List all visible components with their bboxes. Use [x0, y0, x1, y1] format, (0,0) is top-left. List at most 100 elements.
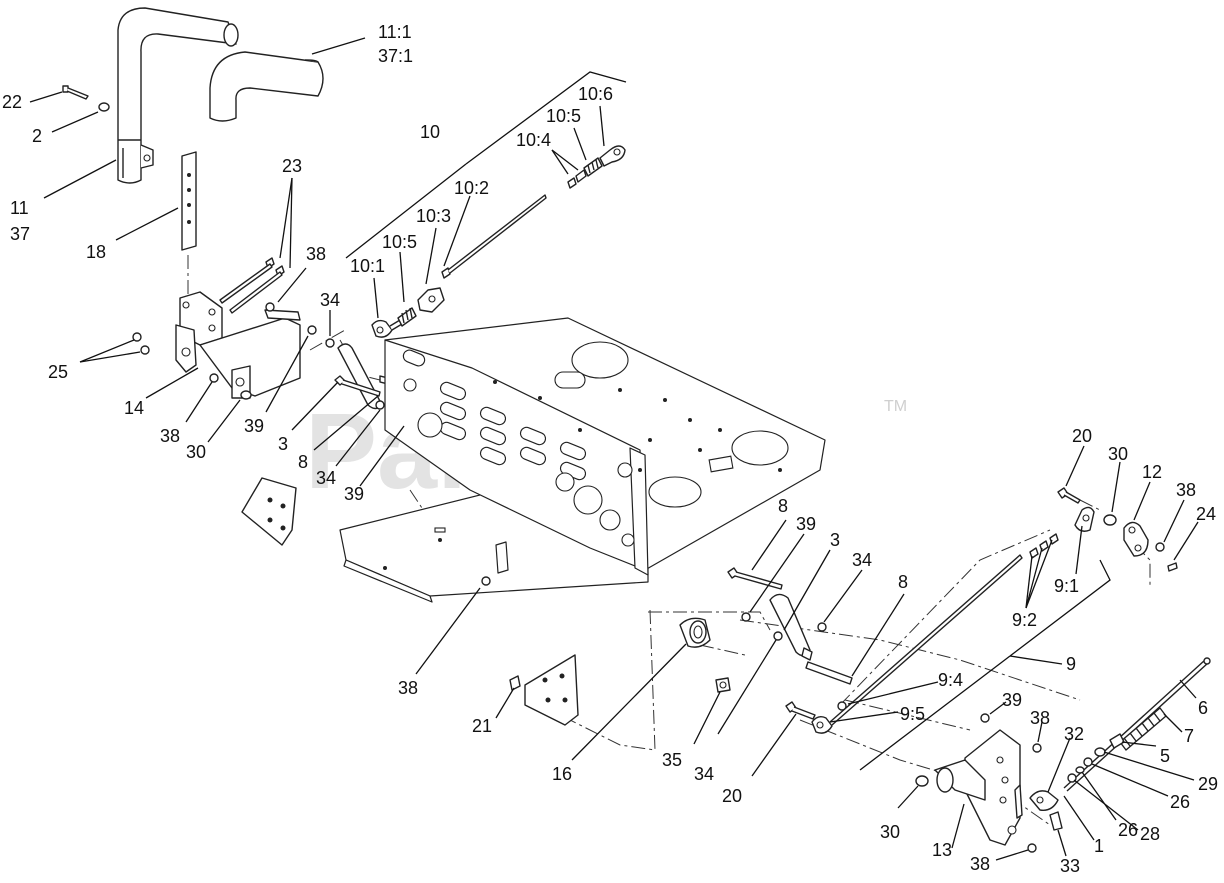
label-13: 13 [932, 840, 952, 860]
label-39-low-right: 39 [1002, 690, 1022, 710]
label-20-low: 20 [722, 786, 742, 806]
label-38-low-right: 38 [1030, 708, 1050, 728]
label-14: 14 [124, 398, 144, 418]
label-26-a: 26 [1170, 792, 1190, 812]
label-30-right: 30 [1108, 444, 1128, 464]
label-38-top: 38 [306, 244, 326, 264]
bolt-20-lower [785, 701, 816, 720]
label-39-left: 39 [244, 416, 264, 436]
label-9-5: 9:5 [900, 704, 925, 724]
bolt-21 [509, 675, 521, 691]
label-39-mid: 39 [344, 484, 364, 504]
label-3-left: 3 [278, 434, 288, 454]
nut-38-left [209, 373, 219, 383]
label-16: 16 [552, 764, 572, 784]
nut-34-mid [375, 400, 385, 410]
link-32 [1029, 790, 1059, 811]
label-10-5-top: 10:5 [546, 106, 581, 126]
label-10-3: 10:3 [416, 206, 451, 226]
label-30-low: 30 [880, 822, 900, 842]
label-38-frame: 38 [398, 678, 418, 698]
label-10-1: 10:1 [350, 256, 385, 276]
label-25: 25 [48, 362, 68, 382]
rod-assembly-9 [811, 487, 1095, 734]
nut-9-4 [837, 701, 847, 711]
label-24: 24 [1196, 504, 1216, 524]
plate-21 [524, 654, 579, 726]
nut-34-right [817, 622, 827, 632]
label-34-right: 34 [852, 550, 872, 570]
nut-39-right [741, 612, 751, 622]
label-3-right: 3 [830, 530, 840, 550]
washer-28 [1075, 766, 1085, 774]
bracket-14 [175, 291, 301, 399]
nut-38-frame [481, 576, 491, 586]
washer-30-low [915, 775, 929, 787]
main-frame [339, 317, 826, 603]
nut-39-left [307, 325, 317, 335]
label-10: 10 [420, 122, 440, 142]
nut-34-top [325, 338, 335, 348]
washer-29 [1094, 747, 1106, 757]
label-10-6: 10:6 [578, 84, 613, 104]
label-9-1: 9:1 [1054, 576, 1079, 596]
label-5: 5 [1160, 746, 1170, 766]
label-1: 1 [1094, 836, 1104, 856]
control-handle-left [117, 7, 239, 184]
label-37: 37 [10, 224, 30, 244]
spring-rod-6 [1063, 657, 1211, 792]
arm-8-right [769, 593, 813, 661]
nut-38-right-top [1155, 542, 1165, 552]
label-22: 22 [2, 92, 22, 112]
callout-labels: 11:1 37:1 22 2 11 37 18 23 10 10:6 10:5 … [2, 22, 1218, 876]
label-8-right-b: 8 [898, 572, 908, 592]
nut-25a [132, 332, 142, 342]
label-28: 28 [1140, 824, 1160, 844]
label-12: 12 [1142, 462, 1162, 482]
label-38-right-top: 38 [1176, 480, 1196, 500]
nut-38-bottom [1027, 843, 1037, 853]
label-9-2: 9:2 [1012, 610, 1037, 630]
bolt-33 [1049, 811, 1063, 831]
label-6: 6 [1198, 698, 1208, 718]
label-34-top: 34 [320, 290, 340, 310]
label-39-right: 39 [796, 514, 816, 534]
label-11: 11 [10, 198, 29, 218]
label-10-2: 10:2 [454, 178, 489, 198]
label-21: 21 [472, 716, 492, 736]
bar-18 [181, 151, 197, 251]
bolt-8-right-a [727, 567, 783, 590]
control-handle-right [209, 51, 324, 122]
nut-38-low-right [1032, 743, 1042, 753]
nut-39-low-right [980, 713, 990, 723]
label-37-1: 37:1 [378, 46, 413, 66]
label-29: 29 [1198, 774, 1218, 794]
knob-16 [679, 617, 711, 648]
label-9-4: 9:4 [938, 670, 963, 690]
nut-25b [140, 345, 150, 355]
rod-assembly-10 [371, 145, 626, 338]
label-11-1: 11:1 [378, 22, 412, 42]
label-20-top: 20 [1072, 426, 1092, 446]
watermark-trademark: TM [884, 398, 907, 415]
label-30-left: 30 [186, 442, 206, 462]
label-34-low: 34 [694, 764, 714, 784]
link-12 [1123, 521, 1149, 557]
label-38-left: 38 [160, 426, 180, 446]
washer-30-right [1103, 514, 1117, 526]
label-23: 23 [282, 156, 302, 176]
label-7: 7 [1184, 726, 1194, 746]
washer-2 [98, 102, 110, 112]
label-33: 33 [1060, 856, 1080, 876]
label-8-right-a: 8 [778, 496, 788, 516]
nut-35 [715, 677, 731, 693]
plate-left [241, 477, 297, 546]
label-35: 35 [662, 750, 682, 770]
bracket-13 [934, 729, 1023, 846]
label-34-mid: 34 [316, 468, 336, 488]
label-26-b: 26 [1118, 820, 1138, 840]
label-9: 9 [1066, 654, 1076, 674]
bolts-23 [219, 257, 285, 314]
label-10-5-bottom: 10:5 [382, 232, 417, 252]
